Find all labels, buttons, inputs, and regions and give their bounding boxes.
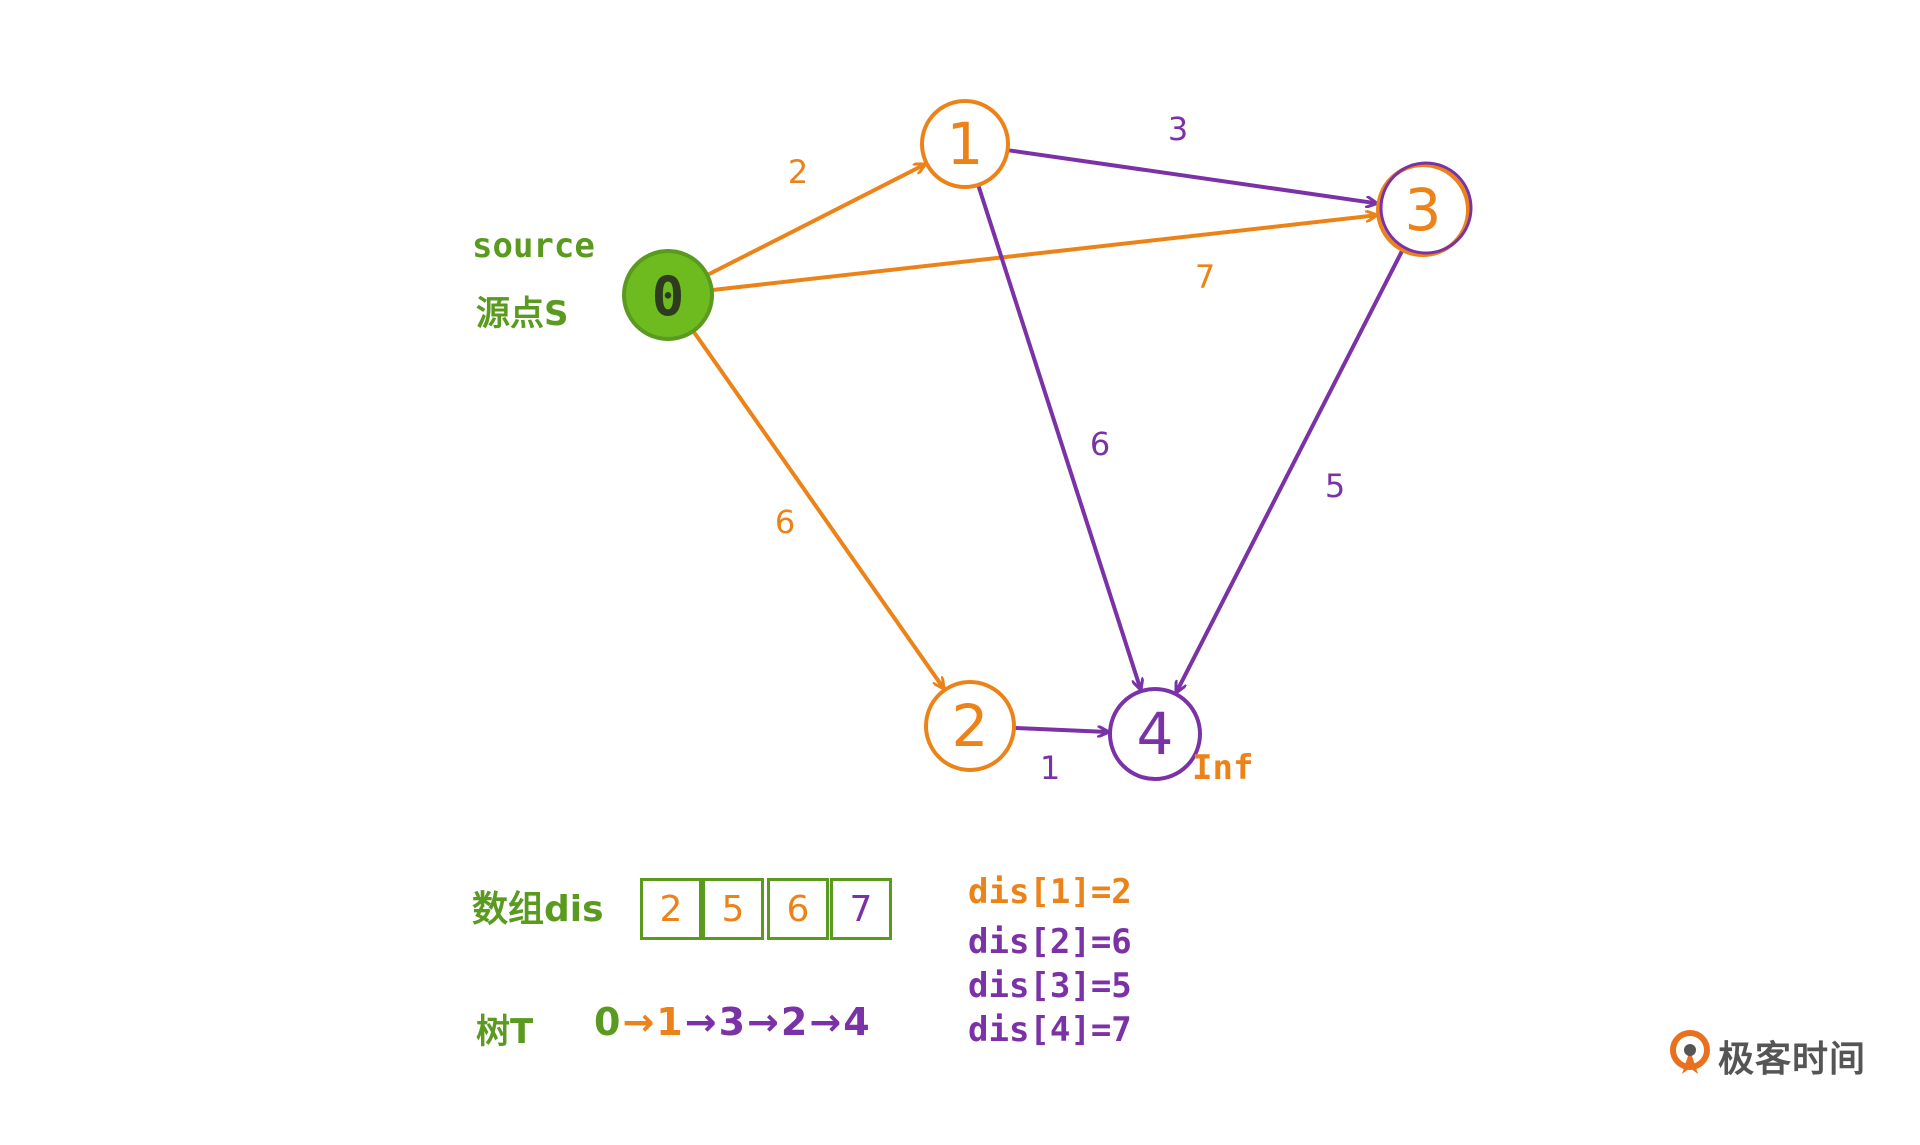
edge-weight-3-4: 5	[1325, 467, 1345, 505]
node-3-label: 3	[1405, 176, 1442, 244]
logo-text: 极客时间	[1718, 1039, 1867, 1080]
tree-node: 1	[656, 1000, 685, 1044]
tree-path: 0→1→3→2→4	[594, 1000, 872, 1044]
node-4: 4	[1108, 687, 1202, 781]
node-1-label: 1	[947, 110, 984, 178]
source-label: source	[472, 226, 595, 266]
dis-value-line: dis[3]=5	[968, 966, 1132, 1006]
dis-array-cell: 2	[640, 878, 702, 940]
array-label: 数组dis	[472, 889, 604, 930]
node-0-label: 0	[652, 265, 685, 328]
node-3: 3	[1376, 161, 1473, 257]
node-2-circle	[924, 680, 1016, 772]
edge-weight-1-3: 3	[1168, 110, 1188, 148]
edge-1-4	[976, 184, 1141, 689]
dis-array-cell: 5	[702, 878, 764, 940]
geektime-logo-icon	[1668, 1030, 1712, 1082]
dis-array-cell: 7	[830, 878, 892, 940]
tree-arrow: →	[622, 1000, 657, 1044]
tree-node: 4	[843, 1000, 872, 1044]
edge-weight-2-4: 1	[1040, 749, 1060, 787]
dis-value-line: dis[2]=6	[968, 922, 1132, 962]
node-3-circle	[1376, 163, 1470, 257]
tree-node: 2	[780, 1000, 810, 1044]
tree-label: 树T	[476, 1012, 534, 1052]
node-4-inf-label: Inf	[1192, 748, 1254, 788]
edge-1-3	[1007, 148, 1379, 203]
edge-weight-0-1: 2	[788, 153, 808, 191]
source-label-cn: 源点S	[476, 294, 569, 334]
edge-weight-0-3: 7	[1195, 258, 1215, 296]
edge-0-1	[707, 162, 925, 277]
tree-arrow: →	[747, 1000, 781, 1044]
edge-2-4	[1013, 728, 1111, 732]
node-1: 1	[920, 99, 1010, 189]
edge-weight-0-2: 6	[775, 503, 795, 541]
edge-0-2	[692, 330, 943, 689]
tree-arrow: →	[809, 1000, 844, 1044]
node-0-circle	[622, 249, 714, 341]
node-1-circle	[920, 99, 1010, 189]
watermark-logo: 极客时间	[1668, 1030, 1866, 1082]
dis-array-cell: 6	[767, 878, 829, 940]
tree-arrow: →	[684, 1000, 719, 1044]
edges-layer: 2 7 6 3 6 5 1	[692, 110, 1404, 787]
node-4-label: 4	[1137, 700, 1174, 768]
node-2-label: 2	[952, 692, 989, 760]
node-4-circle	[1108, 687, 1202, 781]
nodes-layer: 0 1 2 3 4	[622, 99, 1473, 781]
tree-node: 3	[718, 1000, 748, 1044]
edge-3-4	[1174, 249, 1404, 692]
tree-node: 0	[594, 1000, 623, 1044]
node-2: 2	[924, 680, 1016, 772]
dis-value-line: dis[1]=2	[968, 872, 1132, 912]
node-3-visited-ring	[1379, 161, 1473, 255]
dis-value-line: dis[4]=7	[968, 1010, 1132, 1050]
node-0: 0	[622, 249, 714, 341]
edge-weight-1-4: 6	[1090, 425, 1110, 463]
edge-0-3	[711, 215, 1379, 292]
